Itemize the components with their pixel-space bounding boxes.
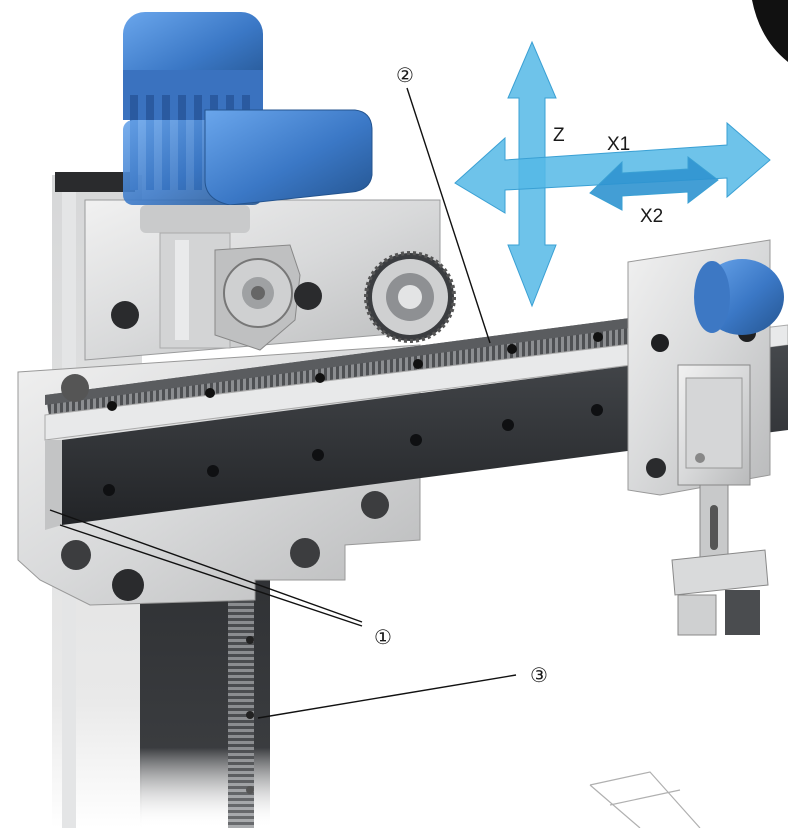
leader-line-3 xyxy=(257,674,517,719)
x2-carriage xyxy=(627,239,784,636)
floor-lines xyxy=(589,771,701,828)
callout-1: ① xyxy=(374,627,392,649)
pinion-assembly xyxy=(111,244,456,351)
horizontal-beam xyxy=(44,318,788,601)
x2-axis-label: X2 xyxy=(640,206,663,227)
callout-3: ③ xyxy=(530,665,548,687)
x1-axis-arrow xyxy=(454,121,771,214)
axis-arrows xyxy=(454,40,771,308)
leader-line-1a xyxy=(49,509,363,623)
leader-line-2 xyxy=(406,87,491,344)
x1-axis-label: X1 xyxy=(607,134,630,155)
z-axis-label: Z xyxy=(553,125,565,146)
leader-lines xyxy=(49,87,517,719)
x2-axis-arrow xyxy=(589,155,719,211)
corner-shape xyxy=(752,0,788,62)
leader-line-1b xyxy=(59,524,363,627)
callout-2: ② xyxy=(396,65,414,87)
